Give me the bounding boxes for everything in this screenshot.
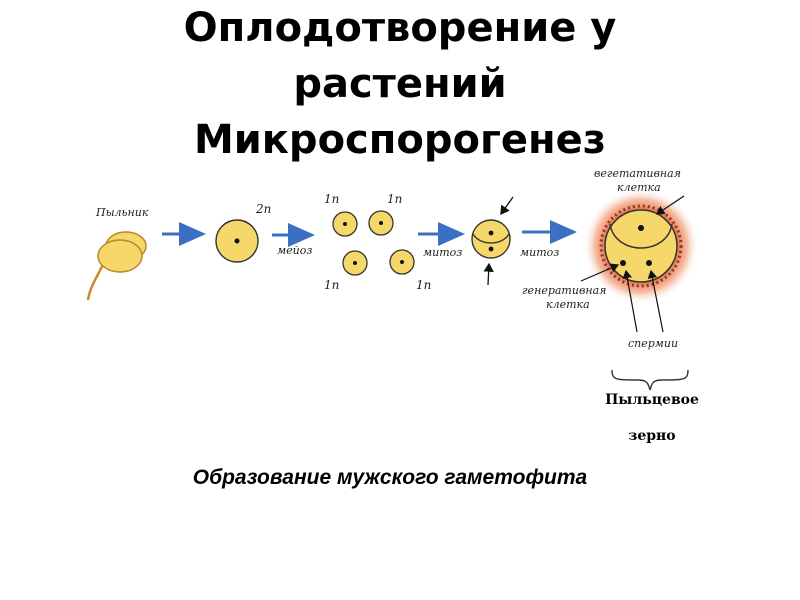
nucleus-lower [488, 246, 494, 252]
title-line-1: Оплодотворение у [183, 5, 617, 51]
microspore-nucleus [400, 260, 404, 264]
pointer-line [656, 195, 685, 215]
mother-nucleus [234, 238, 240, 244]
meiosis-label: мейоз [277, 244, 312, 257]
sperm-nucleus [646, 260, 652, 266]
diagram-caption: Образование мужского гаметофита [192, 466, 588, 489]
generative-wall [472, 233, 510, 244]
microspore-nucleus [353, 261, 357, 265]
pointer-line [647, 269, 664, 333]
pollen-brace [611, 369, 689, 391]
microspore-mother-cell: 2n [215, 202, 271, 263]
title-line-3: Микроспорогенез [193, 117, 607, 163]
microspore-nucleus [379, 221, 383, 225]
vegetative-cell-boundary [609, 223, 673, 249]
dividing-cell [471, 196, 514, 286]
microspore-nucleus [343, 222, 347, 226]
pointer-line [580, 263, 620, 282]
label-1n-bottom-left: 1n [324, 278, 339, 292]
anther-label: Пыльник [95, 206, 149, 219]
generative-label-2: клетка [546, 298, 590, 311]
vegetative-label-1: вегетативная [594, 167, 681, 180]
pointer-line [622, 269, 638, 333]
title-line-2: растений [293, 61, 507, 107]
label-1n-top-left: 1n [324, 192, 339, 206]
nucleus-upper [488, 230, 494, 236]
mitosis-label-2: митоз [520, 246, 559, 259]
dividing-cell-body [471, 219, 511, 259]
mitosis-label-1: митоз [423, 246, 462, 259]
pointer-line [483, 262, 494, 286]
pollen-grain-label-2: зерно [628, 428, 675, 444]
anther-lobe-front [97, 239, 143, 273]
generative-label-1: генеративная [522, 284, 606, 297]
label-1n-bottom-right: 1n [416, 278, 431, 292]
pointer-line [500, 196, 514, 216]
pollen-grain: вегетативная клетка генеративная клетка … [522, 167, 699, 350]
pollen-wall [599, 204, 683, 288]
sperm-label: спермии [628, 337, 678, 350]
label-1n-top-right: 1n [387, 192, 402, 206]
vegetative-nucleus [638, 225, 644, 231]
pollen-grain-label-1: Пыльцевое [605, 392, 699, 408]
anther: Пыльник [86, 206, 149, 301]
slide-title: Оплодотворение у растений Микроспорогене… [0, 0, 800, 168]
pollen-cell [604, 209, 678, 283]
microspore-tetrad: 1n 1n 1n 1n [324, 192, 431, 292]
label-2n: 2n [255, 202, 271, 216]
anther-stalk [86, 261, 106, 301]
sperm-nucleus [620, 260, 626, 266]
